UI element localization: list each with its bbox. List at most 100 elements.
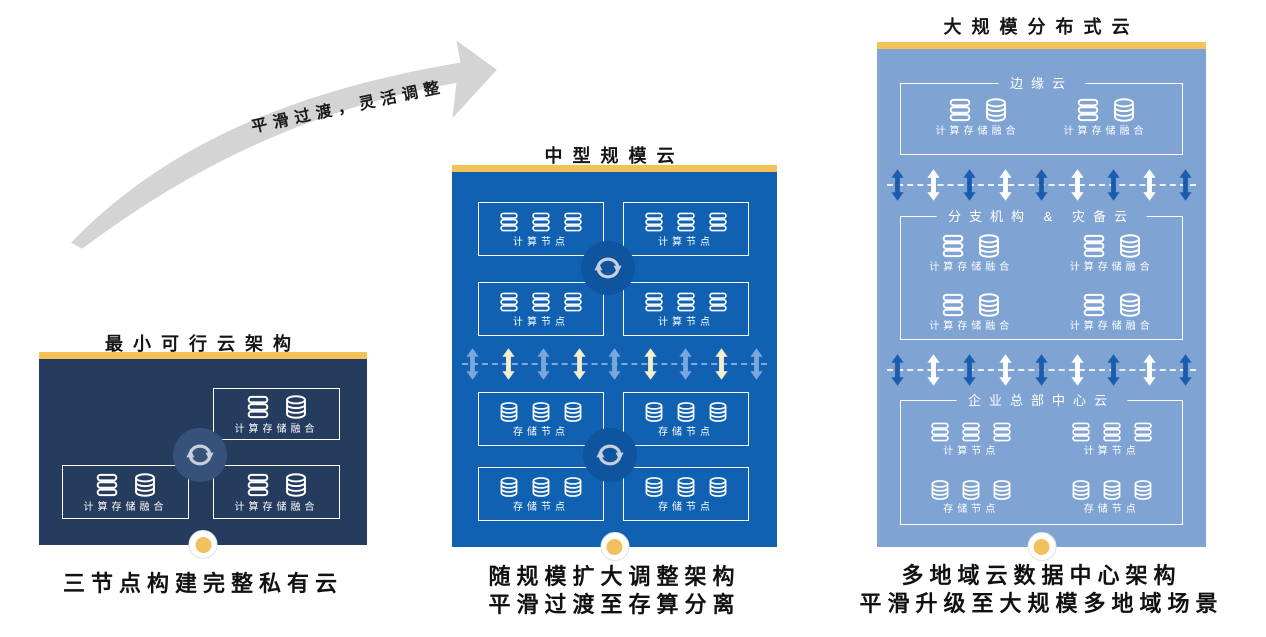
sync-refresh-icon (173, 428, 227, 482)
branch-dr-cloud-title: 分支机构 & 灾备云 (936, 207, 1147, 226)
server-stack-icon (94, 472, 120, 498)
double-arrow-icon (750, 347, 763, 381)
panel-medium-title: 中型规模云 (544, 146, 685, 166)
database-icon (1117, 292, 1143, 318)
node-icons (643, 211, 729, 233)
hci-node-group: 计算存储融合 (1070, 233, 1154, 280)
database-icon (1070, 479, 1092, 501)
server-stack-icon (940, 233, 966, 259)
node-label: 计算存储融合 (929, 262, 1014, 273)
node-icons (498, 401, 584, 423)
panel-minimal-frame: 计算存储融合 计算存储融合 计算存储融合 (39, 352, 367, 559)
sync-refresh-icon (583, 428, 637, 482)
node-label: 计算节点 (1083, 446, 1140, 457)
node-label: 计算存储融合 (1069, 321, 1154, 332)
hci-node-box: 计算存储融合 (62, 465, 189, 519)
hq-central-cloud-title: 企业总部中心云 (955, 391, 1128, 410)
branch-dr-cloud-section: 分支机构 & 灾备云 计算存储融合 计算存储融合 (900, 207, 1183, 340)
server-stack-icon (1132, 421, 1154, 443)
node-icons (643, 291, 729, 313)
double-arrow-icon (1107, 353, 1120, 387)
database-icon (707, 401, 729, 423)
marker-dot (1033, 538, 1050, 555)
node-icons (498, 476, 584, 498)
double-arrow-icon (502, 347, 515, 381)
double-arrow-icon (891, 168, 904, 202)
node-label: 计算节点 (658, 316, 714, 328)
database-icon (283, 394, 309, 420)
database-icon (498, 476, 520, 498)
node-label: 计算节点 (513, 236, 569, 248)
edge-cloud-title: 边缘云 (997, 74, 1086, 93)
double-arrow-icon (1179, 168, 1192, 202)
compute-node-group: 计算节点 (1070, 421, 1154, 466)
server-stack-icon (643, 211, 665, 233)
double-arrow-icon (608, 347, 621, 381)
database-icon (976, 233, 1002, 259)
double-arrow-icon (644, 347, 657, 381)
panel-large-caption: 多地域云数据中心架构 平滑升级至大规模多地域场景 (859, 563, 1224, 616)
server-stack-icon (562, 211, 584, 233)
database-icon (283, 472, 309, 498)
database-icon (498, 401, 520, 423)
hci-node-group: 计算存储融合 (936, 97, 1020, 154)
database-icon (1132, 479, 1154, 501)
hci-node-group: 计算存储融合 (929, 233, 1013, 280)
node-label: 计算存储融合 (234, 501, 319, 513)
node-icons (929, 479, 1013, 501)
double-arrow-icon (891, 353, 904, 387)
node-icons (245, 394, 309, 420)
marker-dot (606, 538, 623, 555)
storage-node-box: 存储节点 (478, 392, 604, 446)
server-stack-icon (1070, 421, 1092, 443)
node-icons (643, 401, 729, 423)
edge-cloud-section: 边缘云 计算存储融合 计算存储融合 (900, 74, 1183, 155)
compute-node-box: 计算节点 (478, 282, 604, 336)
server-stack-icon (1081, 292, 1107, 318)
node-icons (94, 472, 158, 498)
double-arrow-icon (1143, 353, 1156, 387)
server-stack-icon (245, 472, 271, 498)
node-label: 存储节点 (943, 504, 1000, 515)
database-icon (675, 476, 697, 498)
node-icons (1070, 421, 1154, 443)
server-stack-icon (675, 211, 697, 233)
node-icons (947, 97, 1009, 123)
sync-refresh-icon (581, 241, 635, 295)
server-stack-icon (498, 291, 520, 313)
panel-medium-caption: 随规模扩大调整架构 平滑过渡至存算分离 (488, 564, 741, 617)
node-label: 计算存储融合 (935, 126, 1020, 137)
panel-medium-cloud: 中型规模云 计算节点 计算节点 (452, 142, 777, 637)
hci-node-group: 计算存储融合 (1070, 292, 1154, 339)
node-label: 存储节点 (513, 501, 569, 513)
node-label: 存储节点 (513, 426, 569, 438)
double-arrow-icon (1071, 168, 1084, 202)
node-label: 计算存储融合 (929, 321, 1014, 332)
node-icons (245, 472, 309, 498)
server-stack-icon (707, 211, 729, 233)
double-arrow-icon (927, 353, 940, 387)
node-label: 计算存储融合 (1069, 262, 1154, 273)
database-icon (1117, 233, 1143, 259)
server-stack-icon (1101, 421, 1123, 443)
interconnect-arrows-row (887, 168, 1196, 202)
node-label: 存储节点 (1083, 504, 1140, 515)
database-icon (991, 479, 1013, 501)
double-arrow-icon (466, 347, 479, 381)
node-label: 计算存储融合 (1063, 126, 1148, 137)
node-label: 计算节点 (513, 316, 569, 328)
hq-central-cloud-section: 企业总部中心云 计算节点 计算节点 (900, 391, 1183, 525)
double-arrow-icon (963, 353, 976, 387)
server-stack-icon (947, 97, 973, 123)
server-stack-icon (991, 421, 1013, 443)
database-icon (643, 401, 665, 423)
server-stack-icon (643, 291, 665, 313)
panel-large-cloud: 大规模分布式云 边缘云 计算存储融合 计算存储融合 (859, 13, 1217, 633)
server-stack-icon (960, 421, 982, 443)
server-stack-icon (940, 292, 966, 318)
hci-node-box: 计算存储融合 (213, 388, 340, 440)
double-arrow-icon (573, 347, 586, 381)
server-stack-icon (1075, 97, 1101, 123)
storage-node-group: 存储节点 (1070, 479, 1154, 524)
